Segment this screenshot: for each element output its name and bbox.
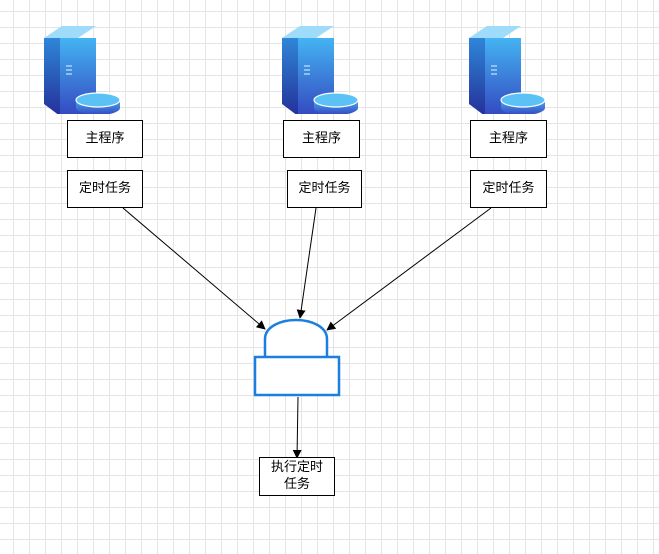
main-program-label: 主程序 — [488, 130, 528, 146]
main-program-box-2: 主程序 — [283, 120, 360, 158]
server-icon-1 — [44, 26, 121, 114]
edge-task1-to-lock — [122, 207, 266, 330]
lock-icon — [253, 318, 341, 397]
server-icon-3 — [469, 26, 546, 114]
scheduled-task-box-2: 定时任务 — [287, 170, 362, 208]
scheduled-task-label: 定时任务 — [78, 180, 131, 196]
scheduled-task-label: 定时任务 — [298, 180, 351, 196]
scheduled-task-box-3: 定时任务 — [470, 170, 547, 208]
scheduled-task-label: 定时任务 — [482, 180, 535, 196]
execute-task-label: 执行定时任务 — [270, 460, 323, 492]
execute-task-box: 执行定时任务 — [259, 457, 335, 496]
main-program-label: 主程序 — [85, 130, 125, 146]
edge-task3-to-lock — [326, 207, 492, 331]
main-program-box-1: 主程序 — [67, 120, 143, 158]
scheduled-task-box-1: 定时任务 — [67, 170, 143, 208]
server-icon-2 — [282, 26, 359, 114]
main-program-label: 主程序 — [301, 130, 341, 146]
main-program-box-3: 主程序 — [470, 120, 547, 158]
edge-lock-to-execute — [292, 396, 302, 459]
edge-task2-to-lock — [296, 207, 317, 319]
